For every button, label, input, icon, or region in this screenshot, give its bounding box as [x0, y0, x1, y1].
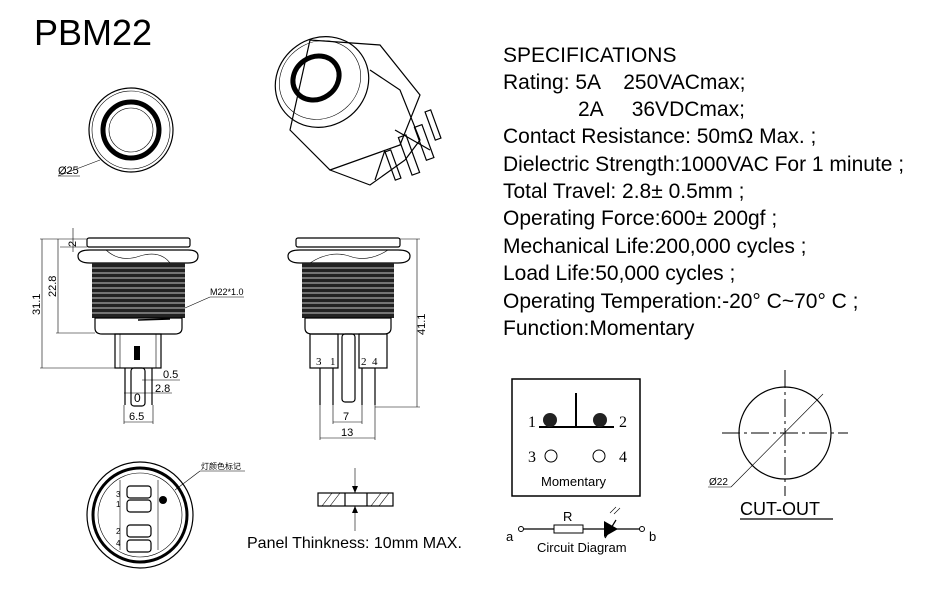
terminal-3: 3 [528, 449, 536, 466]
thread-label: M22*1.0 [210, 287, 244, 297]
circuit-diagram-label: Circuit Diagram [537, 540, 627, 555]
specifications: SPECIFICATIONS Rating: 5A 250VACmax; 2A … [503, 44, 904, 340]
spec-line: Function:Momentary [503, 317, 695, 340]
terminal-a: a [506, 529, 514, 544]
tab-mark: 0 [134, 391, 141, 405]
front-diameter-label: Ø25 [58, 165, 79, 177]
dim-7: 7 [343, 411, 349, 423]
bottom-pin-1: 1 [116, 500, 121, 509]
panel-thickness-text: Panel Thinkness: 10mm MAX. [247, 535, 462, 552]
spec-line: Contact Resistance: 50mΩ Max. ; [503, 125, 816, 148]
spec-line: Operating Force:600± 200gf ; [503, 207, 777, 230]
spec-line: Total Travel: 2.8± 0.5mm ; [503, 180, 744, 203]
dim-2-8: 2.8 [155, 383, 170, 395]
side-view-right: 3 1 2 4 41.1 7 13 [287, 237, 428, 440]
dim-22-8: 22.8 [47, 276, 59, 297]
spec-line: Dielectric Strength:1000VAC For 1 minute… [503, 153, 904, 176]
cutout: Ø22 CUT-OUT [708, 370, 848, 520]
panel-thickness: Panel Thinkness: 10mm MAX. [247, 468, 462, 552]
spec-heading: SPECIFICATIONS [503, 44, 676, 67]
spec-line: Load Life:50,000 cycles ; [503, 262, 735, 285]
pin-1: 1 [330, 356, 336, 368]
bottom-pin-3: 3 [116, 490, 121, 499]
cutout-label: CUT-OUT [740, 499, 820, 519]
dim-31-1: 31.1 [31, 294, 43, 315]
dim-13: 13 [341, 427, 353, 439]
dim-cap: 2 [67, 241, 79, 247]
pin-3: 3 [316, 356, 322, 368]
pin-2: 2 [361, 356, 367, 368]
color-mark-label: 灯颜色标记 [201, 461, 241, 471]
page-title: PBM22 [34, 12, 152, 53]
spec-line: 2A 36VDCmax; [578, 98, 745, 121]
side-view-left: 0 31.1 22.8 2 M22*1.0 0.5 2.8 6.5 [31, 228, 244, 424]
terminal-b: b [649, 529, 656, 544]
switch-diagram: 1 2 3 4 Momentary [511, 378, 641, 497]
terminal-4: 4 [619, 449, 627, 466]
terminal-1: 1 [528, 414, 536, 431]
terminal-2: 2 [619, 414, 627, 431]
dim-41-1: 41.1 [416, 314, 428, 335]
pin-4: 4 [372, 356, 378, 368]
bottom-pin-4: 4 [116, 539, 121, 548]
switch-type-label: Momentary [541, 474, 607, 489]
spec-line: Operating Temperation:-20° C~70° C ; [503, 290, 859, 313]
dim-0-5: 0.5 [163, 369, 178, 381]
isometric-view [274, 36, 442, 186]
resistor-label: R [563, 509, 572, 524]
spec-line: Rating: 5A 250VACmax; [503, 71, 745, 94]
cutout-diameter: Ø22 [709, 477, 728, 488]
spec-line: Mechanical Life:200,000 cycles ; [503, 235, 807, 258]
dim-6-5: 6.5 [129, 411, 144, 423]
bottom-view: 3 1 2 4 灯颜色标记 [86, 461, 245, 569]
bottom-pin-2: 2 [116, 527, 121, 536]
front-view: Ø25 [57, 87, 174, 177]
circuit-diagram: R a b Circuit Diagram [506, 506, 656, 555]
